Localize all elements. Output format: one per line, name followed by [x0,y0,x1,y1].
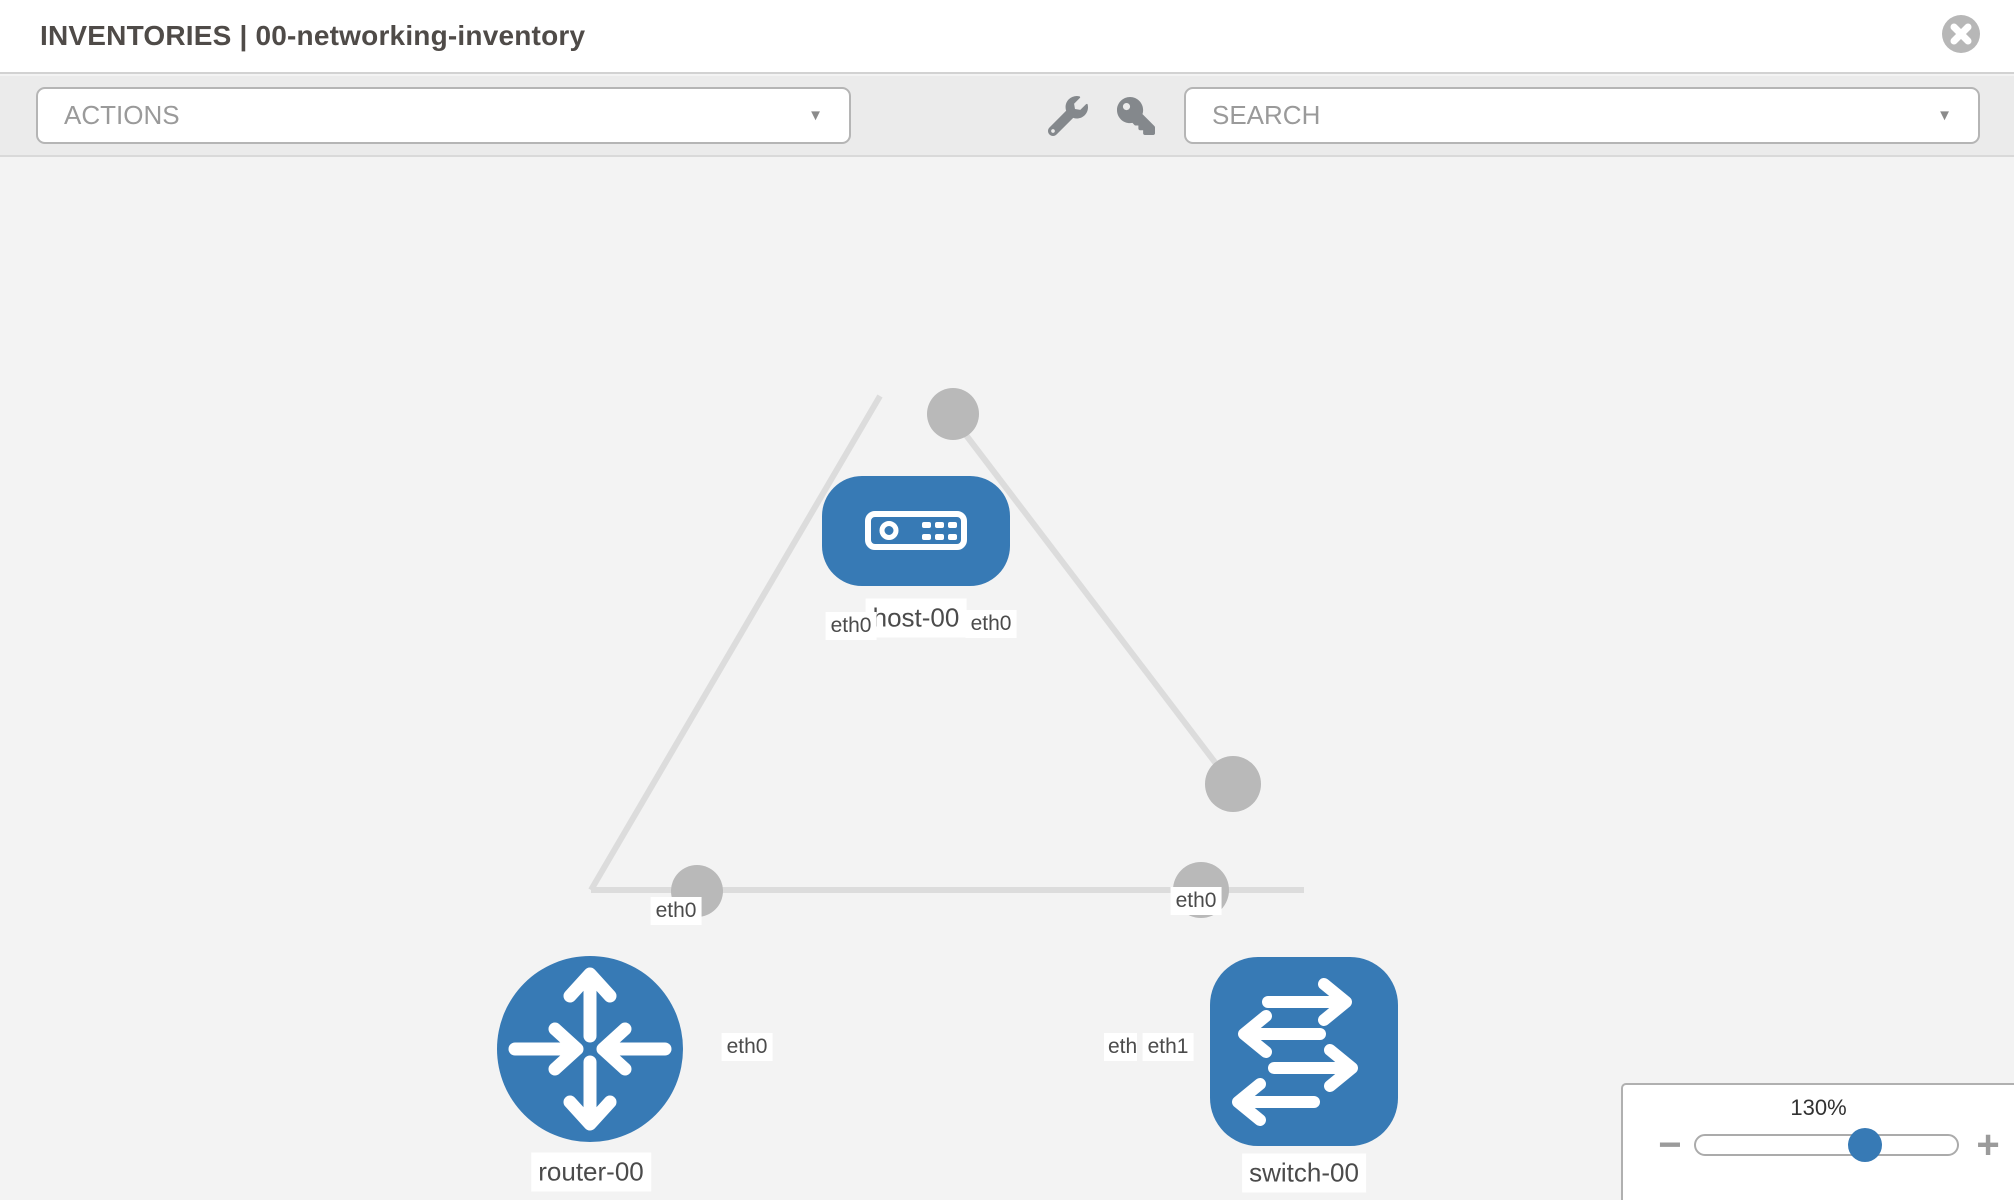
node-switch-00[interactable] [1210,957,1398,1146]
configure-button[interactable] [1045,94,1091,140]
link-router-host[interactable] [588,394,883,892]
node-label-switch: switch-00 [1242,1153,1366,1193]
close-button[interactable] [1941,14,1981,54]
node-host-00[interactable] [822,476,1010,586]
port-label-switch-left-overlapped: eth0 [1104,1033,1137,1061]
port-label-switch-left-eth1: eth1 [1142,1033,1194,1061]
port-label-switch-top-eth0: eth0 [1170,887,1222,915]
port-label-router-right-eth0: eth0 [721,1033,773,1061]
zoom-in-button[interactable]: + [1966,1121,2010,1169]
page-title: INVENTORIES | 00-networking-inventory [40,20,586,51]
port-label-host-right-eth0: eth0 [965,610,1017,638]
panel-header: INVENTORIES | 00-networking-inventory [0,0,2014,74]
topology-links-layer [588,388,1304,918]
key-icon [1117,96,1155,135]
port-host-eth0 [927,388,979,440]
topology-canvas[interactable]: host-00 router-00 switch-00 eth0 eth0 et… [0,159,2014,1200]
port-label-host-left-eth0: eth0 [825,612,877,640]
chevron-down-icon: ▼ [808,107,823,124]
credentials-button[interactable] [1113,94,1159,140]
node-router-00[interactable] [497,956,683,1142]
search-dropdown[interactable]: SEARCH ▼ [1184,87,1980,144]
close-icon [1942,15,1980,53]
search-dropdown-label: SEARCH [1212,100,1321,130]
router-icon [508,967,672,1131]
zoom-level-value: 130% [1790,1095,1847,1120]
wrench-icon [1047,95,1088,136]
node-label-host: host-00 [865,598,967,638]
port-label-router-upper-eth0: eth0 [650,897,702,925]
zoom-out-button[interactable]: − [1648,1121,1692,1169]
actions-dropdown-label: ACTIONS [64,100,180,130]
node-label-router: router-00 [531,1152,651,1192]
port-switch-eth0 [1205,756,1261,812]
server-icon [865,511,967,550]
zoom-control-panel: 130% − + [1621,1083,2014,1200]
switch-icon [1232,978,1358,1126]
zoom-slider-thumb[interactable] [1848,1128,1882,1162]
toolbar: ACTIONS ▼ SEARCH ▼ [0,76,2014,157]
chevron-down-icon: ▼ [1937,107,1952,124]
link-host-switch[interactable] [950,416,1236,788]
actions-dropdown[interactable]: ACTIONS ▼ [36,87,851,144]
zoom-slider[interactable] [1694,1134,1959,1156]
